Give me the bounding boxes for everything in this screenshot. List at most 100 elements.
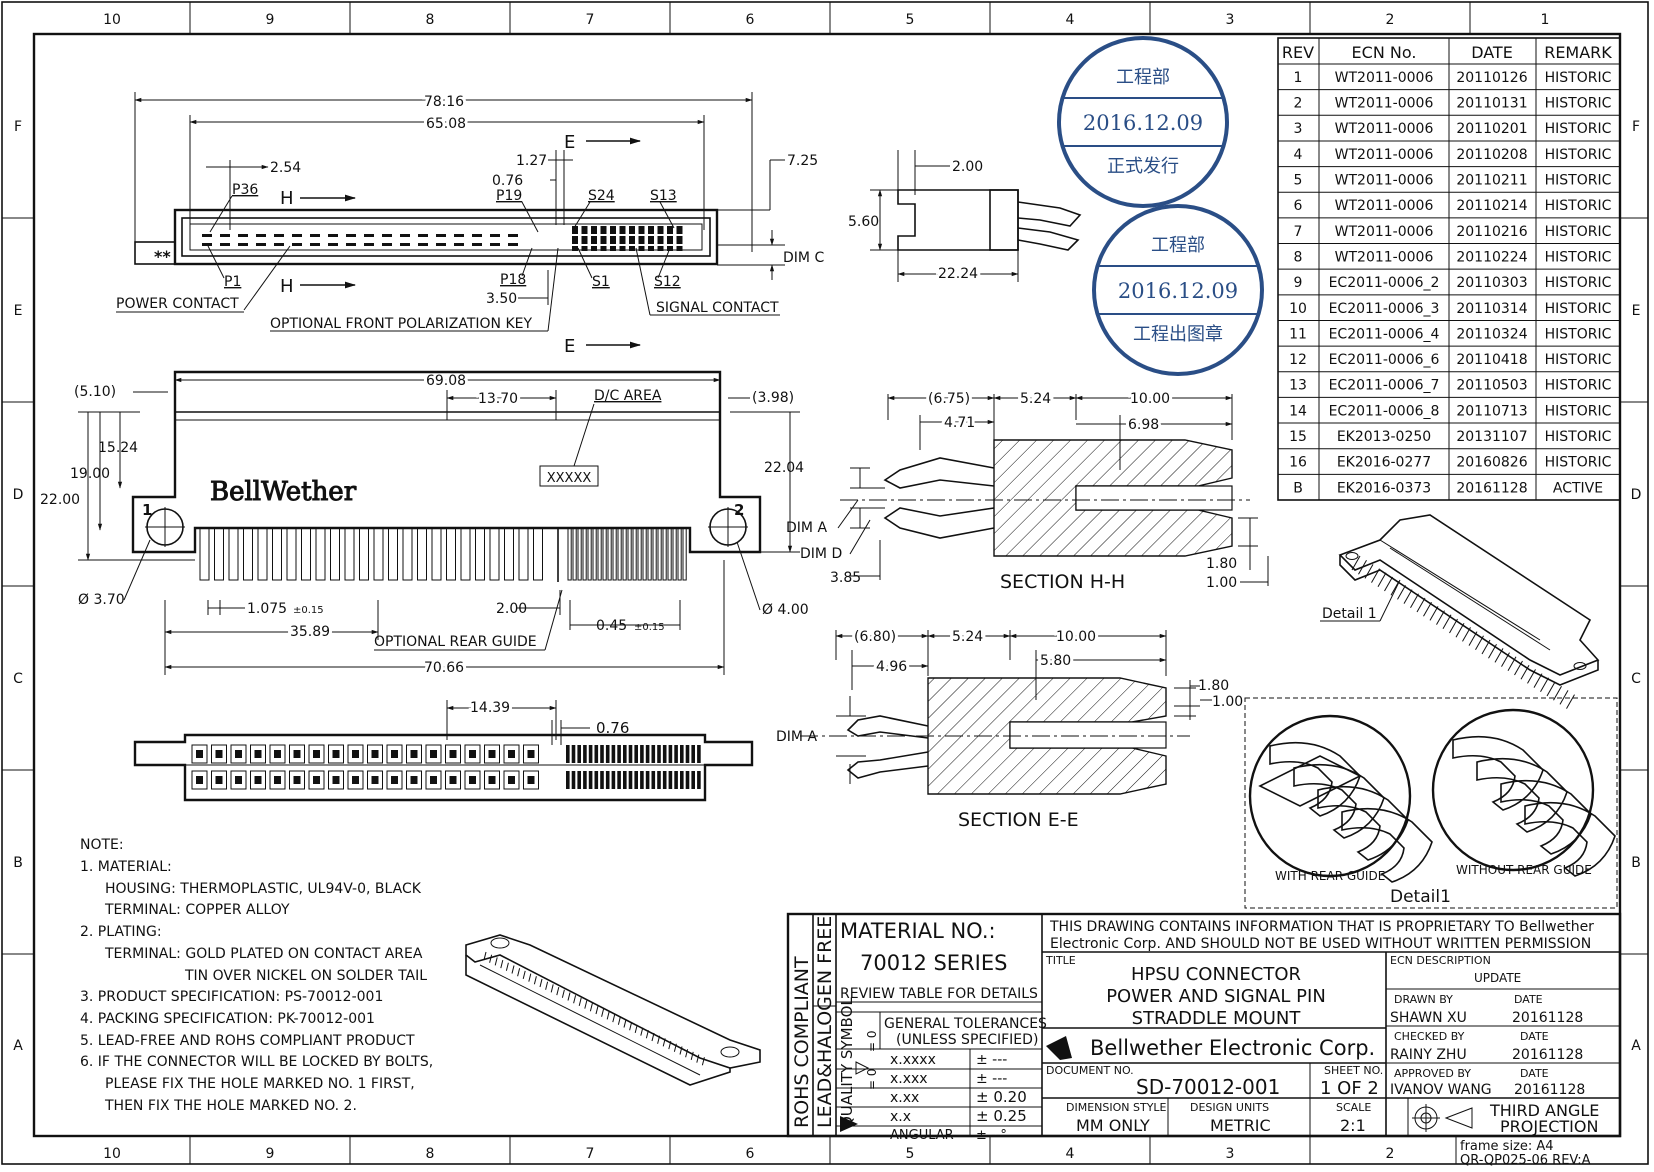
iso-pin: [634, 1024, 638, 1034]
iso-pin: [483, 951, 487, 961]
power-pad: [464, 770, 481, 790]
power-pad-core: [352, 776, 359, 784]
note-line: TIN OVER NICKEL ON SOLDER TAIL: [184, 968, 427, 984]
revision-cell: HISTORIC: [1545, 224, 1612, 240]
detail-contact: [1524, 801, 1616, 877]
isometric-view-bottom: [465, 934, 761, 1086]
signal-pad: [628, 745, 633, 763]
quality-eq-0-b: = 0: [865, 1068, 879, 1090]
approved-by: IVANOV WANG: [1390, 1082, 1492, 1098]
terminal-tail: [359, 527, 369, 581]
frame-row-label: A: [1631, 1038, 1641, 1054]
iso-pin: [1377, 572, 1387, 588]
signal-tail: [587, 527, 592, 581]
revision-cell: WT2011-0006: [1335, 70, 1434, 86]
power-contact: [490, 234, 500, 237]
revision-cell: 14: [1289, 403, 1307, 419]
frame-column-label: 6: [746, 1146, 755, 1162]
power-pad-core: [274, 750, 281, 758]
power-pad: [523, 744, 539, 764]
dim-1-80: 1.80: [1198, 678, 1229, 694]
frame-row-label: C: [13, 671, 23, 687]
signal-contact: [648, 236, 654, 244]
signal-pad: [657, 771, 661, 789]
iso-pin: [1436, 610, 1445, 625]
signal-pad: [640, 771, 644, 789]
frame-row-label: B: [1631, 855, 1641, 871]
revision-cell: EC2011-0006_2: [1329, 275, 1440, 291]
iso-pin: [1540, 677, 1549, 693]
dim-6-98: 6.98: [1128, 417, 1159, 433]
signal-tail: [637, 527, 642, 581]
power-pad: [191, 744, 208, 764]
dim-22-24: 22.24: [938, 266, 978, 282]
revision-cell: HISTORIC: [1545, 121, 1612, 137]
power-pad-core: [371, 776, 379, 784]
iso-pin: [1514, 660, 1523, 676]
dim-2-00: 2.00: [952, 159, 983, 175]
projection-line-2: PROJECTION: [1500, 1117, 1598, 1136]
power-pad-core: [410, 776, 418, 784]
dim-70-66: 70.66: [424, 660, 464, 676]
terminal-tail: [402, 527, 413, 581]
iso-pin: [690, 1051, 694, 1061]
signal-tail: [617, 527, 622, 581]
scale-label: SCALE: [1336, 1101, 1371, 1114]
dim-15-24: 15.24: [98, 440, 138, 456]
signal-tail: [642, 527, 647, 581]
frame-column-label: 9: [266, 1146, 275, 1162]
dim-1-075: 1.075: [247, 601, 287, 617]
revision-cell: EC2011-0006_7: [1329, 378, 1440, 394]
signal-tail: [582, 527, 587, 581]
signal-tail: [677, 527, 682, 581]
revision-cell: 20110201: [1456, 121, 1527, 137]
detail-title: Detail1: [1390, 887, 1451, 907]
tol-key: x.xxxx: [890, 1052, 936, 1068]
terminal-tail: [243, 527, 253, 581]
revision-cell: HISTORIC: [1545, 429, 1612, 445]
revision-cell: 5: [1294, 173, 1303, 189]
signal-pad: [674, 745, 678, 763]
revision-cell: 16: [1289, 455, 1307, 471]
iso-pin: [645, 1030, 649, 1039]
power-pad: [367, 770, 383, 790]
iso-pin: [651, 1032, 655, 1042]
revision-cell: 20110131: [1456, 96, 1527, 112]
iso-pin: [1384, 576, 1393, 592]
revision-cell: EK2016-0277: [1337, 455, 1431, 471]
label-signal-contact: SIGNAL CONTACT: [656, 300, 779, 316]
iso-pin: [567, 992, 571, 1001]
drawn-by-label: DRAWN BY: [1394, 993, 1453, 1006]
dim-0-45: 0.45: [596, 618, 627, 634]
side-view: 2.00 5.60 22.24: [848, 150, 1082, 285]
revision-cell: 8: [1294, 249, 1303, 265]
signal-tail: [597, 527, 602, 581]
power-contact: [418, 243, 428, 246]
bottom-view: 14.39 0.76: [133, 697, 754, 802]
power-pad-core: [274, 776, 281, 784]
detail-contact: [1452, 735, 1544, 811]
signal-tail: [622, 527, 627, 581]
power-pad: [308, 770, 325, 790]
power-pad-core: [469, 750, 476, 758]
power-contact: [202, 243, 212, 246]
detail-callout: Detail 1: [1322, 606, 1377, 622]
power-pad-core: [449, 750, 457, 758]
dim-65-08: 65.08: [426, 116, 466, 132]
title-line-2: POWER AND SIGNAL PIN: [1106, 986, 1326, 1007]
dim-a: DIM A: [776, 729, 817, 745]
signal-pad: [634, 745, 638, 763]
iso-pin: [1553, 685, 1562, 701]
label-polarization-key: OPTIONAL FRONT POLARIZATION KEY: [270, 316, 532, 332]
signal-pad: [645, 745, 650, 763]
dim-5-80: 5.80: [1040, 653, 1071, 669]
revision-cell: WT2011-0006: [1335, 121, 1434, 137]
power-pad: [445, 770, 461, 790]
review-label: REVIEW TABLE FOR DETAILS: [840, 986, 1038, 1002]
signal-contact: [600, 226, 607, 234]
revision-cell: HISTORIC: [1545, 147, 1612, 163]
dim-1-00: 1.00: [1212, 694, 1243, 710]
power-pad: [328, 744, 344, 764]
detail-contact: [1341, 807, 1433, 883]
